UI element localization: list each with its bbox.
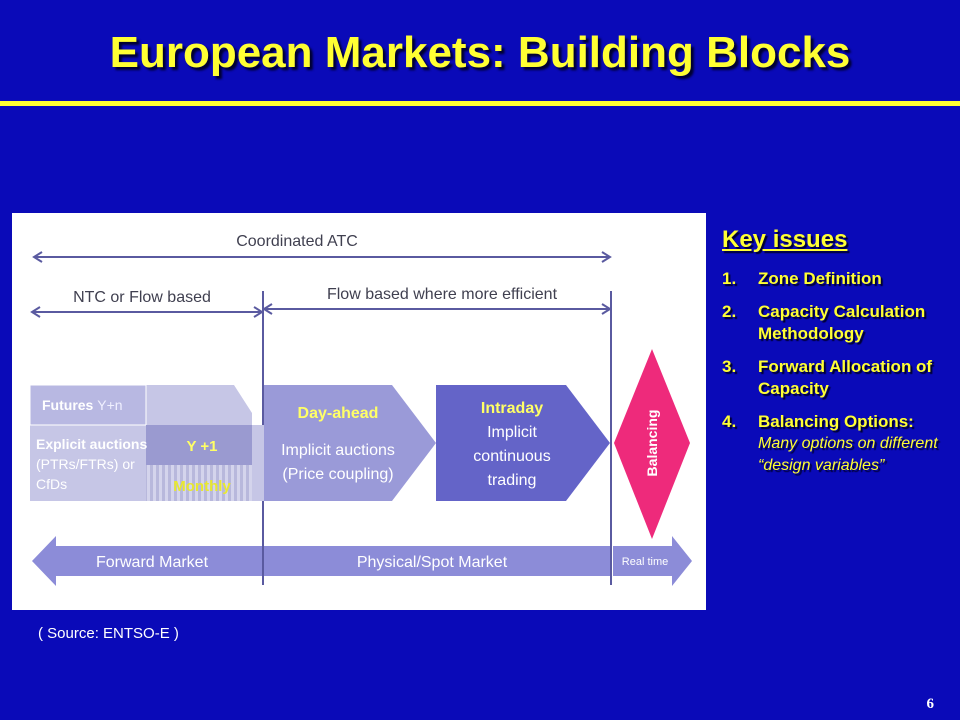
real-time-arrow	[613, 536, 692, 586]
key-issue-item: 1. Zone Definition	[722, 268, 954, 290]
futures-label: Futures Y+n	[42, 397, 123, 413]
flow-based-label: Flow based where more efficient	[327, 286, 558, 303]
key-issues-panel: Key issues 1. Zone Definition 2. Capacit…	[722, 226, 954, 488]
key-issue-item: 3. Forward Allocation of Capacity	[722, 356, 954, 400]
key-issues-list: 1. Zone Definition 2. Capacity Calculati…	[722, 268, 954, 477]
key-issue-text: Zone Definition	[758, 269, 882, 288]
ntc-label: NTC or Flow based	[73, 289, 211, 306]
real-time-label: Real time	[622, 556, 668, 568]
page-number: 6	[926, 696, 935, 712]
key-issue-number: 3.	[722, 357, 737, 376]
implicit-auctions-label: Implicit auctions	[281, 442, 395, 459]
intraday-line3: trading	[488, 472, 537, 489]
physical-spot-label: Physical/Spot Market	[357, 554, 508, 571]
explicit-auctions-line3: CfDs	[36, 476, 67, 492]
key-issue-text: Forward Allocation of Capacity	[758, 357, 933, 398]
monthly-label: Monthly	[173, 478, 231, 495]
key-issue-text: Capacity Calculation Methodology	[758, 302, 926, 343]
coordinated-atc-arrow	[32, 251, 612, 263]
key-issue-number: 2.	[722, 302, 737, 321]
day-ahead-label: Day-ahead	[298, 405, 379, 422]
balancing-label: Balancing	[644, 410, 660, 477]
key-issue-note: Many options on different “design variab…	[758, 435, 938, 474]
intraday-block	[436, 385, 610, 501]
source-caption: ( Source: ENTSO-E )	[38, 625, 179, 642]
explicit-auctions-line2: (PTRs/FTRs) or	[36, 456, 135, 472]
market-band-arrow	[32, 536, 610, 586]
coordinated-atc-label: Coordinated ATC	[236, 233, 358, 250]
explicit-auctions-line1: Explicit auctions	[36, 436, 147, 452]
intraday-line1: Implicit	[487, 424, 537, 441]
balancing-diamond	[614, 349, 690, 539]
key-issue-item: 2. Capacity Calculation Methodology	[722, 301, 954, 345]
y-plus-one-label: Y +1	[186, 438, 217, 455]
market-diagram-panel: Coordinated ATC NTC or Flow based Flow b…	[12, 213, 706, 610]
flow-based-arrow	[262, 303, 612, 315]
title-underline	[0, 101, 960, 106]
intraday-line2: continuous	[473, 448, 550, 465]
forward-market-label: Forward Market	[96, 554, 209, 571]
slide-title: European Markets: Building Blocks	[109, 28, 851, 77]
intraday-label: Intraday	[481, 400, 543, 417]
forward-products-block	[29, 384, 264, 501]
ntc-arrow	[30, 306, 264, 318]
price-coupling-label: (Price coupling)	[282, 466, 393, 483]
key-issue-item: 4. Balancing Options: Many options on dif…	[722, 411, 954, 477]
key-issues-heading: Key issues	[722, 226, 848, 253]
key-issue-number: 1.	[722, 269, 737, 288]
day-ahead-block	[264, 385, 436, 501]
key-issue-number: 4.	[722, 412, 737, 431]
market-diagram: Coordinated ATC NTC or Flow based Flow b…	[29, 233, 692, 586]
key-issue-text: Balancing Options:	[758, 412, 914, 431]
